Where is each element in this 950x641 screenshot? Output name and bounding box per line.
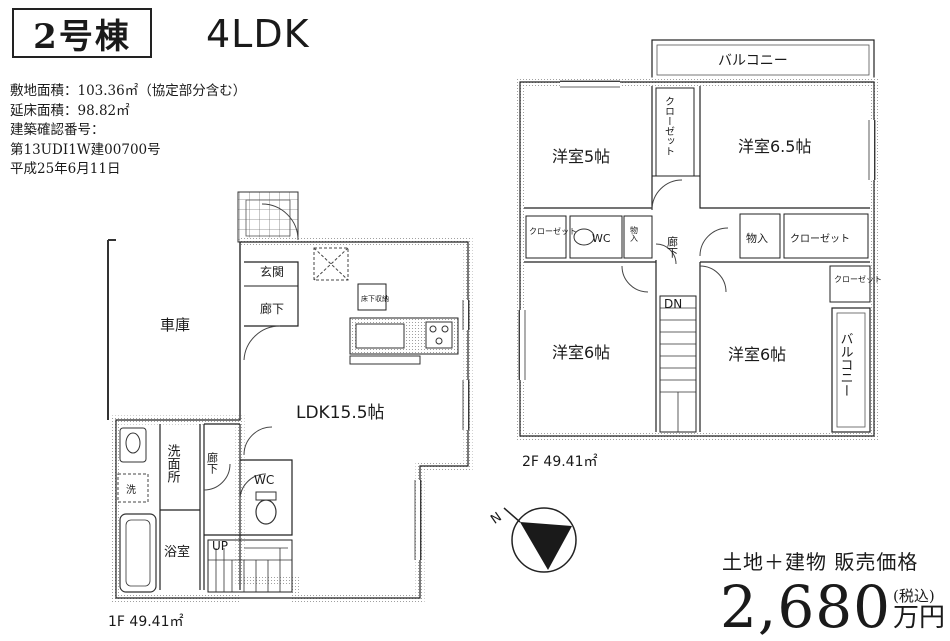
label-storage-in: 物入 [746,231,768,245]
label-closet-b: クローゼット [529,226,577,236]
price-unit-wrap: (税込) 万円 [893,588,945,632]
price-tax: (税込) [893,587,935,605]
storage-small [623,215,653,259]
balcony-side [831,307,871,433]
floor2-stairs [659,295,697,433]
label-room-5: 洋室5帖 [552,147,610,166]
label-balcony-side: バルコニー [838,332,854,397]
info-permit-number: 第13UDI1W建00700号 [10,141,161,158]
floor1-area: 1F 49.41㎡ [108,614,184,630]
label-closet-d: クローゼット [834,274,882,284]
layout-type: 4LDK [206,12,310,56]
label-dn: DN [664,297,682,311]
label-wc: WC [254,473,274,487]
price-label: 土地＋建物 販売価格 [722,550,919,574]
floor-storage-box [357,283,387,311]
storage-in [739,213,781,259]
floor2-plan: バルコニー 洋室5帖 クローゼット 洋室6.5帖 クローゼット WC 物入 廊下… [515,39,882,470]
wc-walls [203,424,293,590]
closet-c [783,213,869,259]
price-unit: 万円 [893,603,946,633]
floor1-plan: 車庫 玄関 廊下 LDK15.5帖 床下収納 廊下 WC 洗面所 洗 浴室 UP… [107,191,473,630]
info-permit-date: 平成25年6月11日 [10,161,121,177]
label-closet-c: クローゼット [790,233,850,245]
toilet2-icon [573,228,595,246]
floor2-area: 2F 49.41㎡ [522,454,598,470]
wash-basin [119,427,147,463]
label-hall: 廊下 [260,301,284,316]
label-garage: 車庫 [160,316,190,334]
label-wc2: WC [592,232,611,245]
closet-d [829,265,871,303]
washer-space [117,473,149,503]
label-room-6-right: 洋室6帖 [728,345,786,364]
info-permit-label: 建築確認番号： [10,122,105,138]
price-row: 2,680 (税込) 万円 [720,574,945,636]
bathtub [119,513,157,593]
label-up: UP [212,539,228,553]
label-washer: 洗 [126,484,136,496]
closet-a [655,87,695,177]
porch-tiles [237,191,299,243]
compass-needle-icon [520,522,572,570]
label-entrance: 玄関 [260,264,284,279]
bath-walls [159,423,240,590]
label-floor-storage: 床下収納 [361,294,389,303]
info-site-area: 敷地面積：103.36㎡（協定部分含む） [10,83,247,99]
compass: N [488,507,577,573]
price-value: 2,680 [720,573,892,641]
building-number: 2号棟 [33,16,131,57]
label-storage-small: 物入 [630,225,639,242]
toilet-icon [255,499,277,525]
label-room-6-5: 洋室6.5帖 [738,137,811,156]
closet-b [525,215,567,259]
label-ldk: LDK15.5帖 [296,403,385,423]
label-hall2f: 廊下 [666,235,679,259]
label-washroom: 洗面所 [165,444,181,483]
label-hall2: 廊下 [206,451,219,475]
building-number-box: 2号棟 [12,8,152,58]
compass-label: N [488,510,505,528]
label-balcony-top: バルコニー [718,53,788,69]
property-info: 敷地面積：103.36㎡（協定部分含む） 延床面積：98.82㎡ 建築確認番号：… [10,82,246,180]
label-closet-a: クローゼット [663,96,675,156]
floor2-walls [515,77,879,441]
info-floor-area: 延床面積：98.82㎡ [10,102,130,119]
kitchen-sink [355,323,405,349]
floor1-stairs [207,539,293,593]
label-bath: 浴室 [164,544,190,560]
label-room-6-left: 洋室6帖 [552,343,610,362]
entrance-hall-walls [244,261,299,327]
